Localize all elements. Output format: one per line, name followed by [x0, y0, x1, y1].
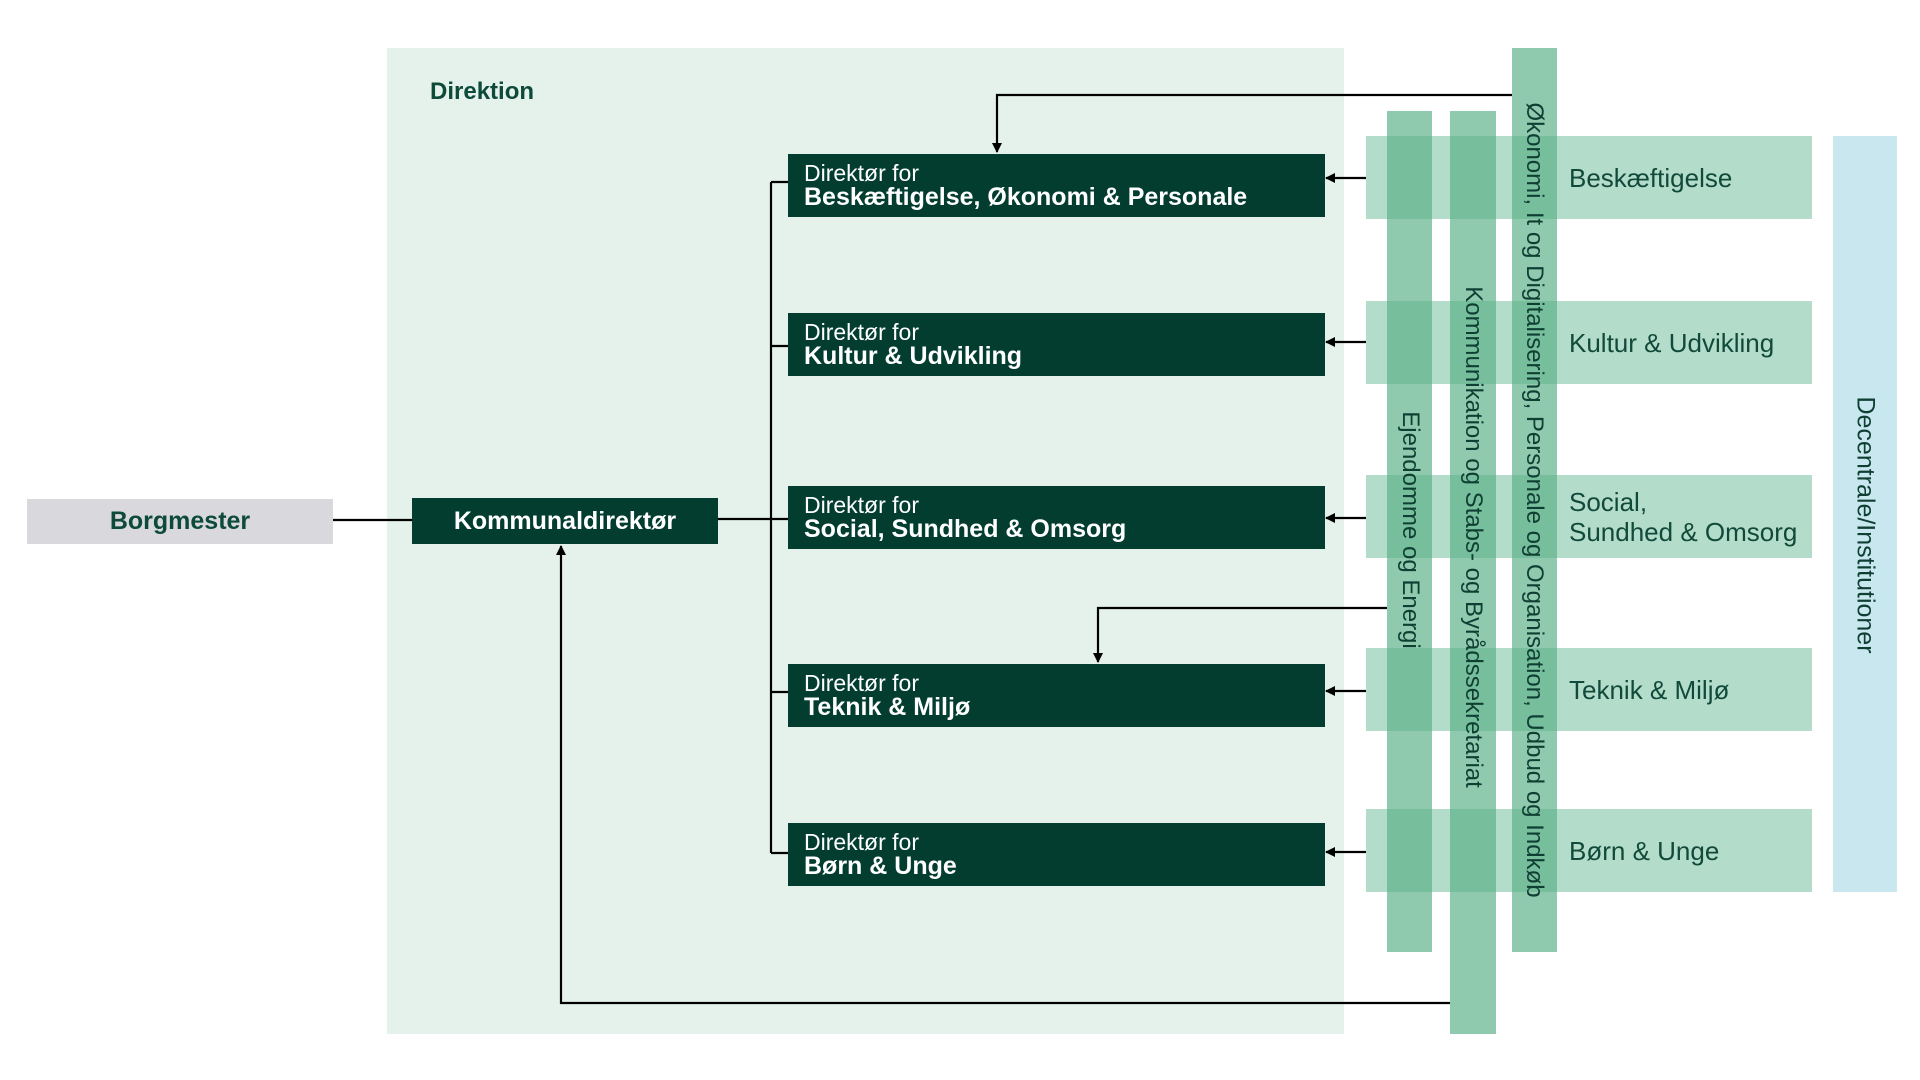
area-band-teknik: Teknik & Miljø — [1366, 648, 1812, 731]
area-label: Beskæftigelse — [1569, 162, 1733, 193]
arrow-ejendomme — [1093, 606, 1387, 663]
director-box-teknik: Direktør for Teknik & Miljø — [788, 664, 1325, 727]
staff-bar-okonomi — [1512, 48, 1557, 952]
area-band-social: Social, Sundhed & Omsorg — [1366, 475, 1812, 558]
director-box-born: Direktør for Børn & Unge — [788, 823, 1325, 886]
director-prefix: Direktør for — [804, 159, 919, 186]
director-name: Børn & Unge — [804, 851, 957, 880]
kommunaldirektor-label: Kommunaldirektør — [453, 506, 677, 535]
area-label: Teknik & Miljø — [1569, 674, 1730, 705]
area-band-born: Børn & Unge — [1366, 809, 1812, 892]
director-box-beskaeftigelse: Direktør for Beskæftigelse, Økonomi & Pe… — [788, 154, 1325, 217]
director-name: Kultur & Udvikling — [804, 341, 1023, 370]
borgmester-box: Borgmester — [27, 499, 333, 544]
area-label: Børn & Unge — [1569, 835, 1720, 866]
director-prefix: Direktør for — [804, 669, 919, 696]
arrow-kommunikation — [556, 545, 1450, 1005]
borgmester-label: Borgmester — [109, 507, 251, 535]
area-label: Social, — [1569, 486, 1648, 517]
director-name: Teknik & Miljø — [804, 692, 971, 721]
director-prefix: Direktør for — [804, 318, 919, 345]
area-band-kultur: Kultur & Udvikling — [1366, 301, 1812, 384]
director-box-kultur: Direktør for Kultur & Udvikling — [788, 313, 1325, 376]
kommunaldirektor-box: Kommunaldirektør — [412, 498, 718, 544]
area-label-line2: Sundhed & Omsorg — [1569, 516, 1798, 547]
staff-bar-kommunikation — [1450, 111, 1496, 1034]
director-prefix: Direktør for — [804, 828, 919, 855]
area-label: Kultur & Udvikling — [1569, 327, 1775, 358]
director-name: Social, Sundhed & Omsorg — [804, 514, 1127, 543]
director-name: Beskæftigelse, Økonomi & Personale — [804, 182, 1248, 211]
area-band-beskaeftigelse: Beskæftigelse — [1366, 136, 1812, 219]
director-prefix: Direktør for — [804, 491, 919, 518]
decentrale-bar — [1833, 136, 1897, 892]
direktion-label: Direktion — [430, 78, 535, 105]
staff-bar-ejendomme — [1387, 111, 1432, 952]
arrow-okonomi — [992, 93, 1512, 153]
director-box-social: Direktør for Social, Sundhed & Omsorg — [788, 486, 1325, 549]
